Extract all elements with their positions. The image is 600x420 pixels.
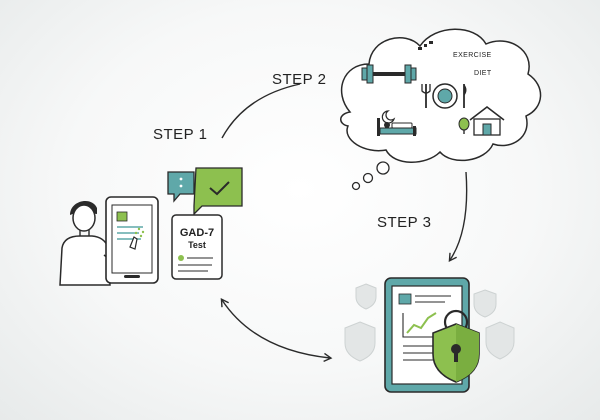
chat-bubble-dots-icon [167,171,195,203]
step2-arc-arrow [221,83,301,139]
tap-sparkle-icon [134,227,145,238]
zzz-icon [418,41,433,50]
bed-icon [377,118,417,136]
diet-label: DIET [474,70,492,77]
step1-label: STEP 1 [153,126,208,143]
house-icon [469,105,505,136]
tree-icon [458,117,470,134]
step3-label: STEP 3 [377,214,432,231]
trend-chart-icon [402,312,439,338]
moon-icon [381,110,396,124]
tablet-device [105,196,159,284]
double-headed-arrow [220,297,333,362]
dumbbell-icon [361,64,417,84]
security-shield-lock-icon [432,309,480,383]
step2-label: STEP 2 [272,71,327,88]
gad7-subtitle: Test [188,240,206,250]
plate-cutlery-icon [421,83,467,109]
step3-arrow [448,171,468,263]
chat-bubble-check-icon [193,167,243,216]
thought-bubble [340,28,542,191]
gad7-title: GAD-7 [180,227,214,239]
gad7-test-card: GAD-7 Test [171,214,223,280]
exercise-label: EXERCISE [453,52,492,59]
faded-shields [344,283,515,362]
